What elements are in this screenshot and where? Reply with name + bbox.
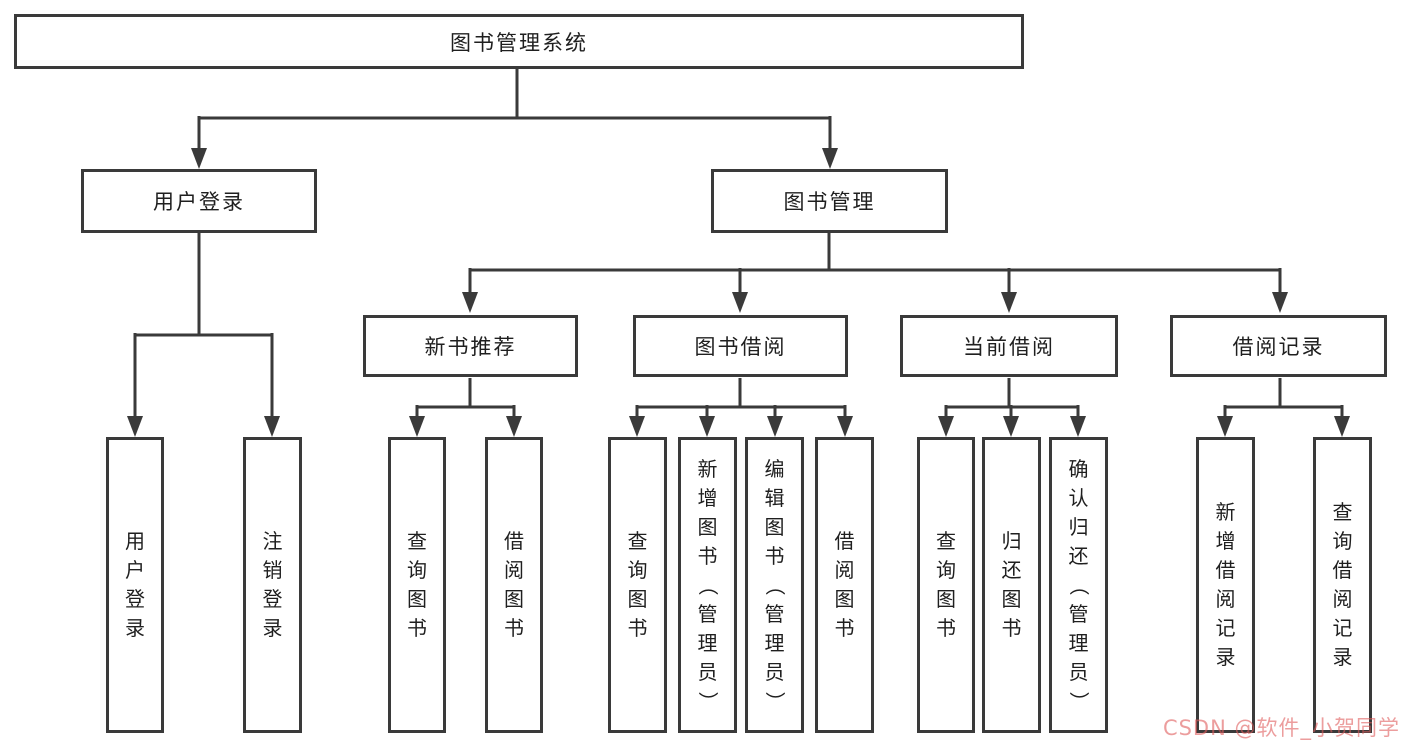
node-new-book-recommend: 新书推荐: [363, 315, 578, 377]
node-label: 查询图书: [627, 529, 648, 640]
leaf-query-books-2: 查询图书: [608, 437, 667, 733]
node-label: 查询图书: [407, 529, 427, 640]
node-label: 图书管理系统: [450, 30, 588, 55]
node-label: 注销登录: [262, 529, 283, 640]
node-borrowing-records: 借阅记录: [1170, 315, 1387, 377]
node-label: 图书借阅: [694, 335, 787, 359]
leaf-add-borrow-record: 新增借阅记录: [1196, 437, 1255, 733]
node-book-management-branch: 图书管理: [711, 169, 948, 233]
node-label: 查询借阅记录: [1332, 500, 1353, 669]
arrowheads: [127, 148, 1350, 437]
node-book-management-system: 图书管理系统: [14, 14, 1024, 69]
node-label: 用户登录: [125, 529, 145, 640]
node-label: 归还图书: [1001, 529, 1022, 640]
leaf-borrow-books-2: 借阅图书: [815, 437, 874, 733]
leaf-query-books-3: 查询图书: [917, 437, 975, 733]
node-book-borrowing: 图书借阅: [633, 315, 848, 377]
node-label: 确认归还（管理员）: [1067, 456, 1091, 712]
node-label: 借阅图书: [504, 529, 524, 640]
leaf-query-books-1: 查询图书: [388, 437, 446, 733]
leaf-add-books-admin: 新增图书（管理员）: [678, 437, 737, 733]
node-label: 借阅记录: [1232, 335, 1325, 359]
leaf-confirm-return-admin: 确认归还（管理员）: [1049, 437, 1108, 733]
node-current-borrowing: 当前借阅: [900, 315, 1118, 377]
leaf-edit-books-admin: 编辑图书（管理员）: [745, 437, 804, 733]
leaf-borrow-books-1: 借阅图书: [485, 437, 543, 733]
node-label: 新书推荐: [424, 335, 517, 359]
leaf-return-books: 归还图书: [982, 437, 1041, 733]
node-label: 查询图书: [936, 529, 956, 640]
node-label: 图书管理: [783, 190, 876, 214]
node-label: 当前借阅: [963, 335, 1055, 359]
node-label: 新增借阅记录: [1215, 500, 1236, 669]
node-label: 编辑图书（管理员）: [763, 456, 787, 712]
node-user-login-branch: 用户登录: [81, 169, 317, 233]
csdn-watermark: CSDN @软件_小贺同学: [1162, 716, 1400, 740]
leaf-user-login: 用户登录: [106, 437, 164, 733]
leaf-query-borrow-record: 查询借阅记录: [1313, 437, 1372, 733]
node-label: 借阅图书: [834, 529, 855, 640]
node-label: 新增图书（管理员）: [696, 456, 720, 712]
node-label: 用户登录: [153, 190, 245, 214]
leaf-logout: 注销登录: [243, 437, 302, 733]
